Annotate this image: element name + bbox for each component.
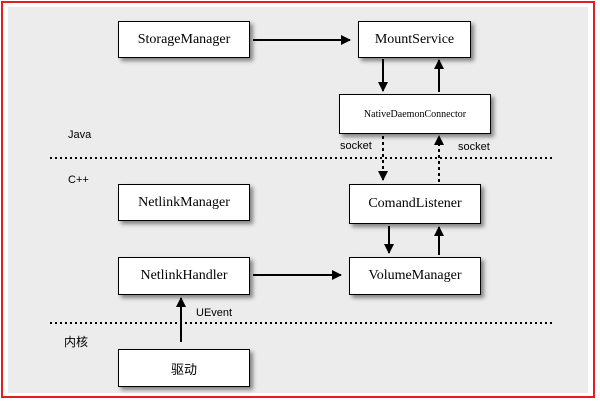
comand-listener-node: ComandListener [349,184,481,224]
mount-service-node: MountService [358,21,471,58]
diagram-panel [8,7,588,393]
socket-label-left: socket [340,140,372,152]
netlink-handler-node: NetlinkHandler [118,257,250,295]
storage-manager-node: StorageManager [118,21,250,58]
layer-label-cpp: C++ [68,174,89,186]
driver-node: 驱动 [118,349,250,387]
layer-label-kernel: 内核 [64,335,89,349]
native-daemon-connector-node: NativeDaemonConnector [339,94,491,134]
layer-label-java: Java [68,129,92,141]
uevent-label: UEvent [196,307,233,319]
netlink-manager-node: NetlinkManager [118,184,250,221]
socket-label-right: socket [458,141,490,153]
volume-manager-node: VolumeManager [349,257,481,295]
